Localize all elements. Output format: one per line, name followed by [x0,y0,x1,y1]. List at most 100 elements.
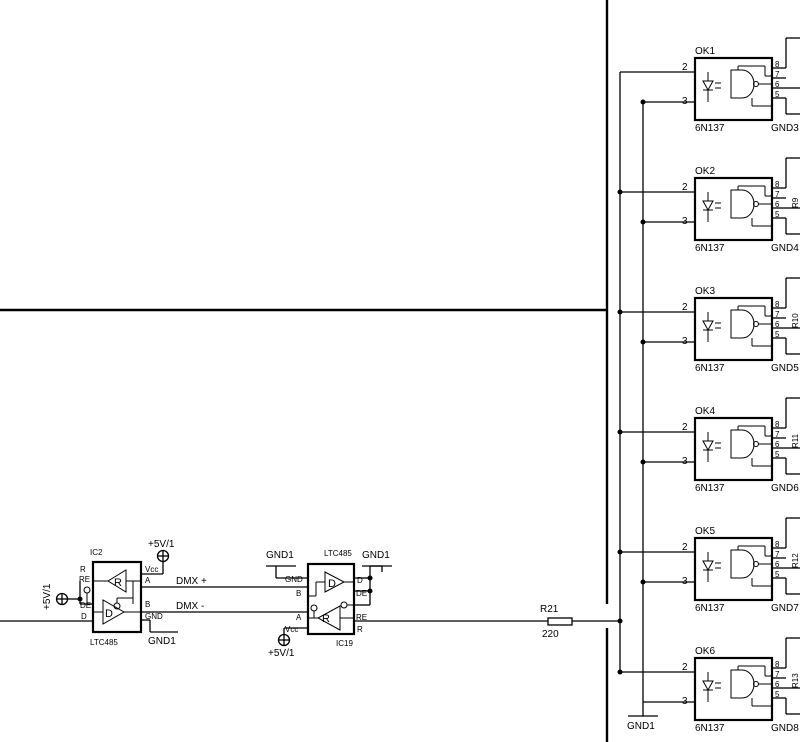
optocoupler-ref: OK2 [695,166,715,177]
nand-gate-icon [730,669,755,699]
optocoupler-pin-anode: 2 [682,662,688,673]
ic2-pin-r: R [80,565,86,574]
ic19-pin-b: B [296,589,301,598]
optocoupler-ref: OK4 [695,406,715,417]
optocoupler-pin-out: 6 [775,680,780,689]
ic2-gate-r: R [114,577,122,589]
ic2-pin-re: RE [79,575,90,584]
nand-gate-icon [730,549,755,579]
optocoupler-ref: OK3 [695,286,715,297]
right-edge-label: R10 [791,313,800,328]
r21-resistor: R21 220 [354,604,623,640]
led-icon [702,200,714,212]
ic2-pin-b: B [145,600,150,609]
ic19-gate-d: D [328,578,336,590]
optocoupler-gnd: GND4 [771,243,799,254]
optocoupler-pin-cathode: 3 [682,576,688,587]
optocoupler-gnd: GND5 [771,363,799,374]
optocoupler-pin-out: 6 [775,80,780,89]
optocoupler-pin-out: 6 [775,200,780,209]
ic19-pin-de: DE [356,589,367,598]
ic2-pin-gnd: GND [145,612,163,621]
right-edge-label: R9 [791,197,800,208]
led-icon [702,560,714,572]
ic19-part: LTC485 [324,549,352,558]
optocoupler-pin-out: 5 [775,330,780,339]
optocoupler-part: 6N137 [695,363,725,374]
ic2-vcc-label: +5V/1 [148,539,175,550]
optocoupler-ref: OK5 [695,526,715,537]
ic2-pin-vcc: Vcc [145,565,158,574]
optocoupler-pin-out: 5 [775,690,780,699]
optocoupler-pin-cathode: 3 [682,456,688,467]
optocoupler-body [693,536,774,602]
optocoupler-gnd: GND8 [771,723,799,734]
optocoupler-pin-anode: 2 [682,542,688,553]
left-vcc-label: +5V/1 [42,583,53,610]
led-icon [702,80,714,92]
right-edge-label: R13 [791,673,800,688]
nand-gate-icon [730,309,755,339]
gnd-bus-label: GND1 [627,721,655,732]
optocoupler-pin-out: 8 [775,60,780,69]
optocoupler-pin-out: 6 [775,440,780,449]
optocoupler-ref: OK1 [695,46,715,57]
ic19-ref: IC19 [336,639,353,648]
ic2-part: LTC485 [90,638,118,647]
optocoupler-pin-out: 7 [775,670,780,679]
led-icon [702,680,714,692]
sheet-border [0,0,609,742]
optocoupler-pin-out: 5 [775,450,780,459]
dmx-minus-label: DMX - [176,601,204,612]
optocoupler-pin-out: 5 [775,570,780,579]
ic19-pin-d: D [357,576,363,585]
optocoupler-part: 6N137 [695,123,725,134]
optocoupler-pin-out: 7 [775,430,780,439]
ic19-power: GND1 GND1 +5V/1 [266,550,392,659]
gnd-bus: GND1 [627,715,658,732]
ic2-ref: IC2 [90,548,103,557]
optocoupler-pin-out: 8 [775,300,780,309]
optocoupler-pin-out: 8 [775,540,780,549]
optocoupler-pin-out: 6 [775,320,780,329]
optocoupler-pin-out: 8 [775,660,780,669]
nand-gate-icon [730,429,755,459]
ic2-pin-d: D [81,612,87,621]
optocoupler-part: 6N137 [695,243,725,254]
optocoupler-pin-out: 7 [775,190,780,199]
nand-gate-icon [730,189,755,219]
optocoupler-pin-cathode: 3 [682,336,688,347]
ic19-pin-a: A [296,613,302,622]
ic19-transceiver: LTC485 IC19 GND B A Vcc D DE RE R D R [285,549,367,648]
ic2-gate-d: D [105,608,113,620]
dmx-plus-label: DMX + [176,576,207,587]
ic19-pin-gnd: GND [285,575,303,584]
optocoupler-pin-anode: 2 [682,182,688,193]
ic2-pin-de: DE [80,601,91,610]
optocoupler-part: 6N137 [695,603,725,614]
optocoupler-pin-cathode: 3 [682,216,688,227]
optocoupler-pin-anode: 2 [682,62,688,73]
optocoupler-part: 6N137 [695,483,725,494]
optocoupler-part: 6N137 [695,723,725,734]
ic19-pin-re: RE [356,613,367,622]
ic19-gate-r: R [322,613,330,625]
optocoupler-ref: OK6 [695,646,715,657]
optocoupler-gnd: GND3 [771,123,799,134]
optocoupler-pin-out: 8 [775,420,780,429]
optocoupler-pin-out: 5 [775,90,780,99]
optocoupler-gnd: GND6 [771,483,799,494]
ic2-transceiver: IC2 LTC485 R RE DE D Vcc A B GND R D [79,548,163,647]
optocoupler-body [693,296,774,362]
ic19-gnd-b-label: GND1 [362,550,390,561]
ic2-gnd-label: GND1 [148,636,176,647]
optocoupler-pin-anode: 2 [682,302,688,313]
